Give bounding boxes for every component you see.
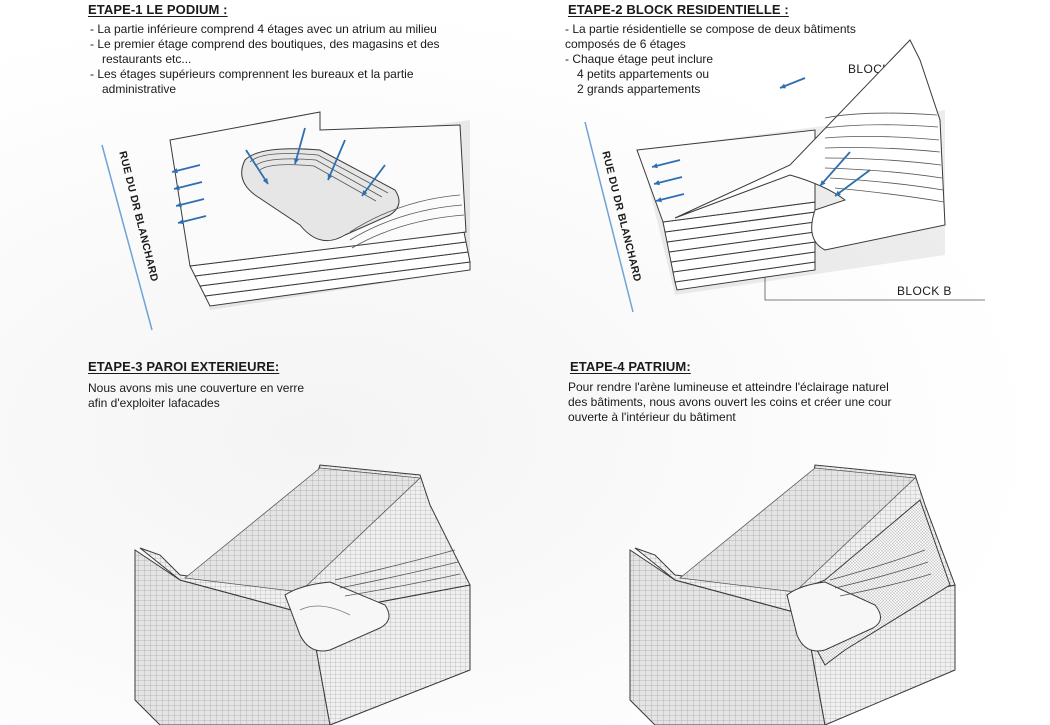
- step-4-line-1: Pour rendre l'arène lumineuse et atteind…: [568, 380, 889, 394]
- block-a-terraces: [824, 112, 945, 203]
- atrium-opening: [284, 581, 390, 652]
- arrow-head: [176, 202, 182, 208]
- block-b-label: BLOCK B: [897, 284, 952, 298]
- flow-arrow: [819, 151, 851, 187]
- arrow-head: [174, 185, 180, 191]
- arrow-head: [178, 219, 184, 225]
- block-a-slab: [674, 39, 946, 251]
- step-2-panel: ETAPE-2 BLOCK RESIDENTIELLE : - La parti…: [525, 0, 1050, 350]
- street-line: [584, 121, 634, 313]
- arrow-head: [654, 180, 660, 186]
- arrow-head: [293, 158, 299, 164]
- step-4-panel: ETAPE-4 PATRIUM: Pour rendre l'arène lum…: [525, 350, 1050, 725]
- step-1-line-5: administrative: [102, 82, 177, 96]
- atrium-void: [241, 148, 400, 242]
- flow-arrow: [361, 164, 386, 197]
- block-b-slabs: [636, 129, 816, 291]
- step-1-title: ETAPE-1 LE PODIUM :: [88, 2, 228, 17]
- arrow-head: [172, 168, 178, 174]
- step-4-description: Pour rendre l'arène lumineuse et atteind…: [568, 380, 892, 425]
- step-2-line-2: composés de 6 étages: [565, 37, 686, 51]
- arrow-head: [262, 178, 268, 184]
- step-1-line-1: - La partie inférieure comprend 4 étages…: [90, 22, 437, 36]
- step-4-title: ETAPE-4 PATRIUM:: [570, 359, 691, 374]
- podium-slabs: [169, 111, 471, 307]
- street-line: [101, 144, 153, 331]
- step-2-line-1: - La partie résidentielle se compose de …: [565, 22, 856, 36]
- arrow-head: [780, 83, 786, 89]
- step-1-line-2: - Le premier étage comprend des boutique…: [90, 37, 440, 51]
- atrium-opening: [786, 581, 881, 652]
- patrium-model-drawing: [629, 464, 956, 725]
- arrow-head: [362, 190, 368, 196]
- flow-arrow: [327, 139, 346, 181]
- flow-arrows: [171, 127, 386, 225]
- glass-roof-upper: [679, 467, 916, 593]
- step-2-description: - La partie résidentielle se compose de …: [565, 22, 856, 97]
- flow-arrow: [245, 149, 269, 185]
- step-3-panel: ETAPE-3 PAROI EXTERIEURE: Nous avons mis…: [0, 350, 525, 725]
- inner-terraces: [829, 549, 932, 597]
- residential-model-drawing: [584, 39, 985, 313]
- step-1-panel: ETAPE-1 LE PODIUM : - La partie inférieu…: [0, 0, 525, 350]
- step-1-line-4: - Les étages supérieurs comprennent les …: [90, 67, 414, 81]
- inner-terraces: [334, 549, 461, 597]
- step-1-line-3: restaurants etc...: [102, 52, 192, 66]
- step-2-line-4: 4 petits appartements ou: [577, 67, 710, 81]
- flow-arrows: [651, 77, 871, 203]
- step-3-title: ETAPE-3 PAROI EXTERIEURE:: [88, 359, 280, 374]
- step-3-line-1: Nous avons mis une couverture en verre: [88, 381, 305, 395]
- step-3-description: Nous avons mis une couverture en verre a…: [88, 381, 304, 411]
- step-2-line-3: - Chaque étage peut inclure: [565, 52, 714, 66]
- arrow-head: [656, 197, 662, 203]
- step-2-line-5: 2 grands appartements: [577, 82, 701, 96]
- podium-model-drawing: [101, 111, 471, 331]
- step-4-line-2: des bâtiments, nous avons ouvert les coi…: [568, 395, 892, 409]
- atrium-terraces: [249, 153, 465, 249]
- arrow-head: [820, 180, 826, 186]
- flow-arrow: [294, 127, 306, 165]
- arrow-head: [835, 190, 841, 196]
- flow-arrow: [834, 169, 871, 197]
- arrow-head: [652, 163, 658, 169]
- step-1-description: - La partie inférieure comprend 4 étages…: [90, 22, 440, 97]
- step-4-line-3: ouverte à l'intérieur du bâtiment: [568, 410, 736, 424]
- glass-roof-upper: [184, 467, 421, 593]
- facade-model-drawing: [134, 464, 471, 725]
- arrow-head: [327, 174, 333, 180]
- step-3-line-2: afin d'exploiter lafacades: [88, 396, 220, 410]
- step-2-title: ETAPE-2 BLOCK RESIDENTIELLE :: [568, 2, 789, 17]
